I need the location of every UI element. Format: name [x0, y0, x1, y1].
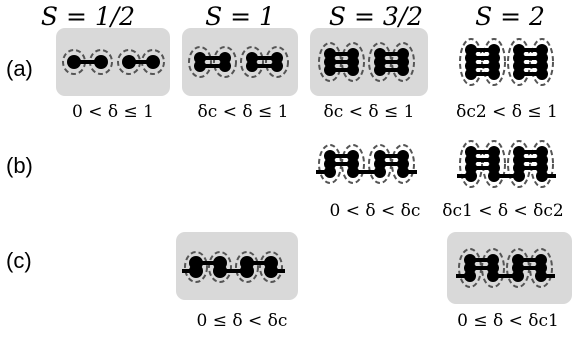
header-spin-half: S = 1/2	[40, 2, 136, 31]
spin-site	[94, 55, 108, 69]
condition-a3: δc < δ ≤ 1	[323, 102, 415, 122]
site-ellipse	[482, 140, 506, 188]
spin-site	[347, 64, 359, 76]
spin-site	[324, 64, 336, 76]
spin-site	[397, 64, 409, 76]
site-ellipse	[259, 251, 283, 283]
condition-b3: 0 < δ < δc	[329, 201, 421, 221]
spin-site	[67, 55, 81, 69]
spin-site	[246, 60, 258, 72]
site-ellipse	[507, 140, 531, 188]
spin-site	[213, 264, 227, 278]
site-ellipse	[482, 38, 506, 86]
spin-site	[488, 170, 500, 182]
spin-site	[512, 270, 524, 282]
condition-a1: 0 < δ ≤ 1	[72, 102, 154, 122]
site-ellipse	[184, 251, 208, 283]
header-spin-two: S = 2	[475, 2, 545, 31]
spin-site	[535, 270, 547, 282]
spin-site	[488, 68, 500, 80]
site-ellipse	[235, 251, 259, 283]
row-label-b: (b)	[6, 153, 33, 178]
spin-site	[464, 270, 476, 282]
panel-background	[56, 28, 170, 96]
spin-site	[465, 68, 477, 80]
row-label-c: (c)	[6, 248, 32, 273]
spin-site	[271, 60, 283, 72]
site-ellipse	[265, 46, 289, 78]
spin-site	[536, 170, 548, 182]
spin-site	[374, 64, 386, 76]
condition-a4: δc2 < δ ≤ 1	[456, 102, 558, 122]
site-ellipse	[529, 248, 553, 288]
condition-c4: 0 ≤ δ < δc1	[457, 311, 559, 331]
spin-site	[513, 68, 525, 80]
site-ellipse	[213, 46, 237, 78]
header-spin-one: S = 1	[205, 2, 275, 31]
spin-site	[194, 60, 206, 72]
site-ellipse	[341, 144, 365, 184]
spin-site	[374, 166, 386, 178]
site-ellipse	[459, 140, 483, 188]
spin-site	[122, 55, 136, 69]
spin-site	[324, 166, 336, 178]
site-ellipse	[188, 46, 212, 78]
spin-site	[219, 60, 231, 72]
spin-site	[240, 264, 254, 278]
site-ellipse	[391, 144, 415, 184]
spin-site	[264, 264, 278, 278]
condition-b4: δc1 < δ < δc2	[442, 201, 564, 221]
site-ellipse	[341, 42, 365, 82]
site-ellipse	[208, 251, 232, 283]
site-ellipse	[530, 140, 554, 188]
spin-site	[397, 166, 409, 178]
spin-site	[347, 166, 359, 178]
site-ellipse	[459, 38, 483, 86]
header-spin-three-halves: S = 3/2	[328, 2, 424, 31]
site-ellipse	[481, 248, 505, 288]
condition-a2: δc < δ ≤ 1	[197, 102, 289, 122]
spin-site	[487, 270, 499, 282]
spin-site	[189, 264, 203, 278]
spin-site	[146, 55, 160, 69]
site-ellipse	[530, 38, 554, 86]
site-ellipse	[240, 46, 264, 78]
spin-site	[513, 170, 525, 182]
spin-site	[536, 68, 548, 80]
spin-site	[465, 170, 477, 182]
site-ellipse	[507, 38, 531, 86]
row-label-a: (a)	[6, 56, 33, 81]
condition-c2: 0 ≤ δ < δc	[196, 311, 288, 331]
site-ellipse	[391, 42, 415, 82]
